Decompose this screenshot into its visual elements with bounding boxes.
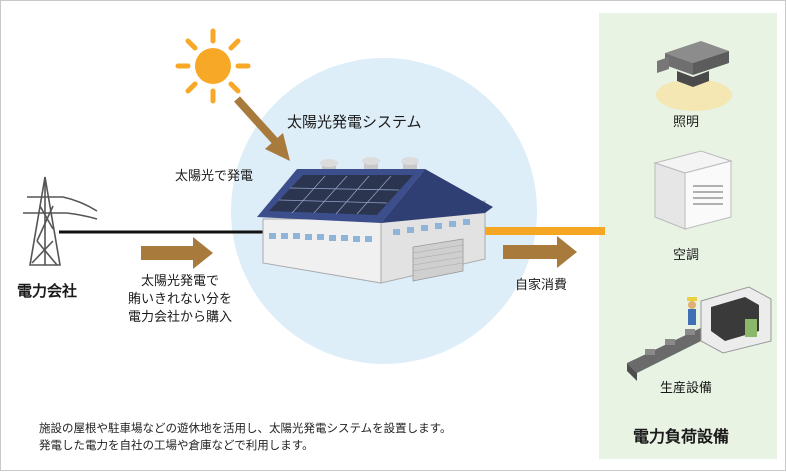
grid-label: 電力会社	[17, 282, 78, 300]
air-conditioning-label: 空調	[673, 248, 700, 263]
lighting-fixture-icon	[656, 41, 732, 111]
purchase-line: 太陽光発電で	[140, 274, 219, 289]
description: 施設の屋根や駐車場などの遊休地を活用し、太陽光発電システムを設置します。 発電し…	[39, 420, 452, 454]
purchase-line: 電力会社から購入	[127, 310, 232, 325]
sunlight-arrow	[234, 96, 290, 161]
production-machine-icon	[627, 286, 772, 381]
system-title: 太陽光発電システム	[287, 113, 422, 131]
self-consumption-arrow	[503, 236, 577, 268]
purchase-caption: 太陽光発電で 賄いきれない分を 電力会社から購入	[105, 273, 255, 327]
factory-building-icon	[257, 157, 493, 284]
purchase-line: 賄いきれない分を	[127, 292, 232, 307]
production-label: 生産設備	[660, 381, 713, 396]
power-tower-icon	[23, 176, 98, 266]
description-line: 施設の屋根や駐車場などの遊休地を活用し、太陽光発電システムを設置します。	[39, 421, 452, 435]
lighting-label: 照明	[673, 115, 700, 130]
air-conditioner-icon	[653, 150, 733, 230]
self-consumption-label: 自家消費	[515, 278, 568, 293]
purchase-arrow	[141, 237, 213, 269]
sun-label: 太陽光で発電	[175, 169, 254, 184]
sun-icon	[175, 28, 251, 104]
description-line: 発電した電力を自社の工場や倉庫などで利用します。	[39, 438, 314, 452]
load-panel-title: 電力負荷設備	[633, 427, 730, 446]
